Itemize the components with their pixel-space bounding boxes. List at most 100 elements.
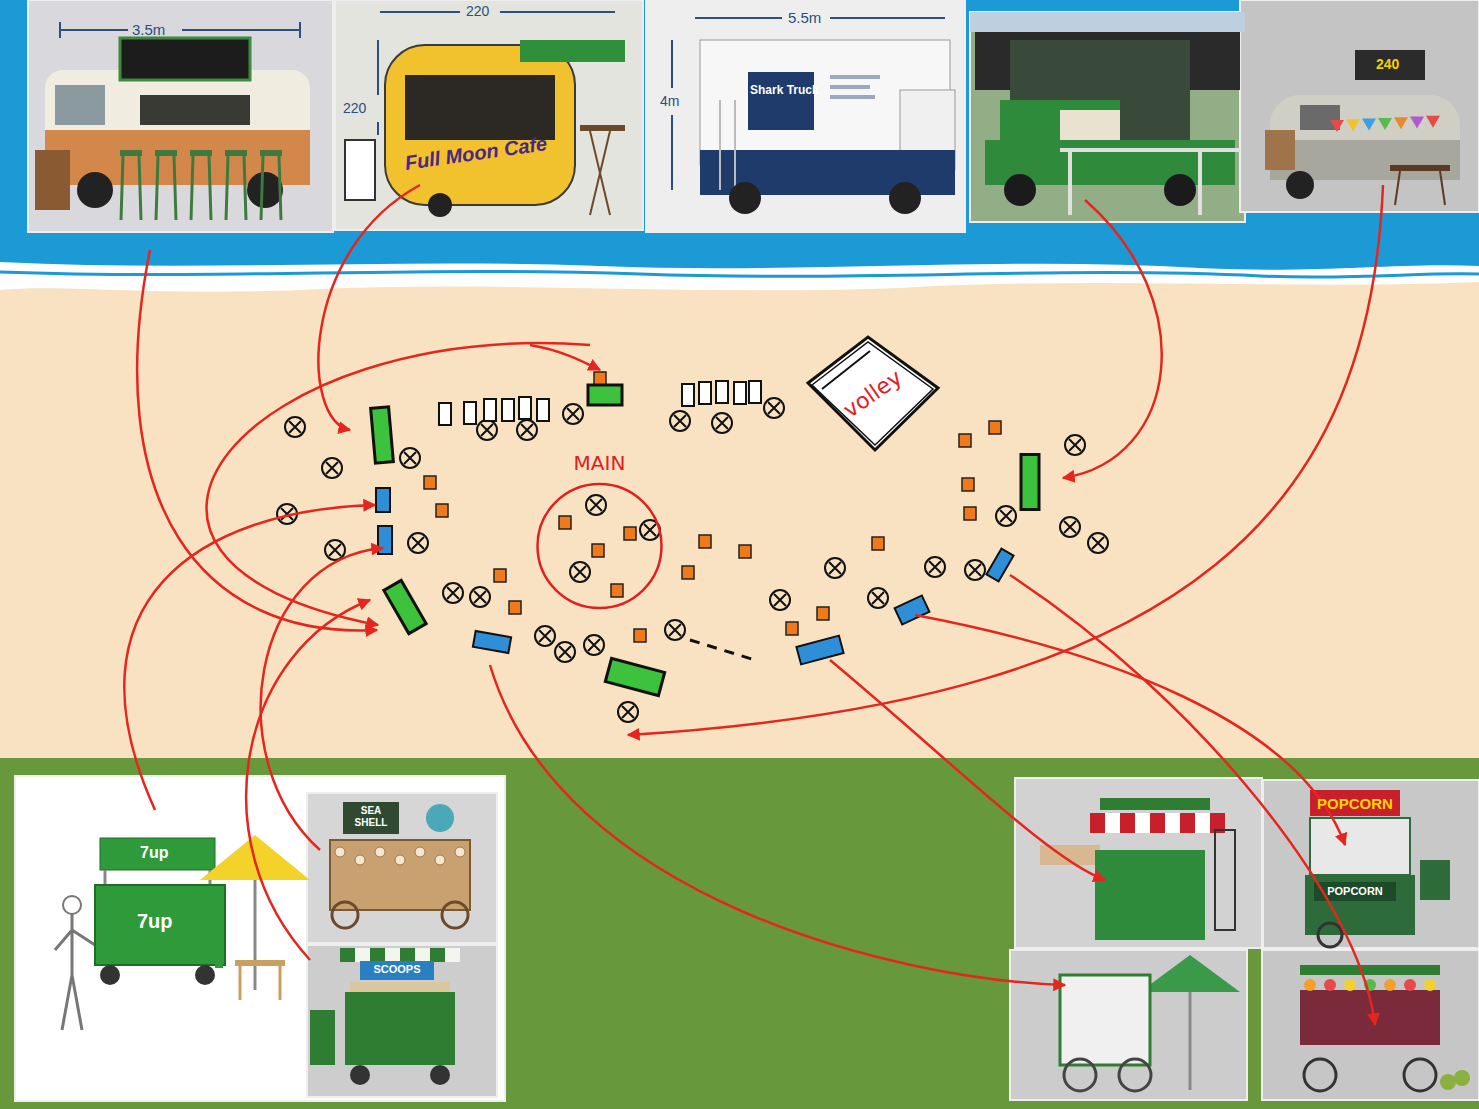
seat-cross [774, 594, 786, 606]
seat-circle [443, 583, 463, 603]
bench-marker [439, 403, 451, 425]
crate [1265, 130, 1295, 170]
node-label: MAIN [574, 452, 626, 475]
seat-marker [477, 420, 497, 440]
table-marker [964, 507, 976, 520]
cart-spot-rect [473, 631, 511, 653]
seat-circle [868, 588, 888, 608]
fruit [1324, 979, 1336, 991]
photo-panel [1263, 780, 1479, 948]
stool-leg [226, 156, 228, 220]
trailer-body [385, 45, 575, 205]
table-leg [1440, 171, 1445, 205]
seat-circle [770, 590, 790, 610]
seat-marker [443, 583, 463, 603]
leader-arrow [124, 505, 375, 810]
seat-circle [322, 458, 342, 478]
bench-marker [464, 402, 476, 424]
leader-arrow [207, 343, 590, 625]
wheel [350, 1065, 370, 1085]
node-label: volley [839, 365, 907, 423]
table-marker [699, 535, 711, 548]
awning-stripe [1105, 813, 1120, 833]
truck-spot [1021, 455, 1039, 510]
node-outline [527, 452, 672, 612]
seat-cross [644, 524, 656, 536]
seat-markers [277, 398, 1108, 722]
shell-item [335, 847, 345, 857]
seat-cross [404, 452, 416, 464]
a-frame-sign [345, 140, 375, 200]
cart-body [345, 992, 455, 1065]
awning-stripe [1135, 813, 1150, 833]
awning-stripe [1090, 813, 1105, 833]
truck-logo [748, 72, 814, 130]
wheel [1404, 1059, 1436, 1091]
dimension-tick [59, 22, 61, 38]
text-bar [830, 75, 880, 79]
awning-stripe [1120, 813, 1135, 833]
badge [426, 804, 454, 832]
cart-body [1095, 850, 1205, 940]
wheel [1286, 171, 1314, 199]
wheel [1064, 1059, 1096, 1091]
seat-circle [470, 587, 490, 607]
canopy-stripe [400, 948, 415, 962]
stool-leg [261, 156, 263, 220]
cart-name: POPCORN [1314, 885, 1396, 898]
wheel [332, 902, 358, 928]
seat-marker [584, 635, 604, 655]
bunting-flag [1426, 116, 1440, 128]
person-figure [55, 914, 95, 1030]
table-marker [682, 566, 694, 579]
seat-marker [563, 404, 583, 424]
seat-cross [590, 499, 602, 511]
seat-marker [400, 448, 420, 468]
seat-circle [400, 448, 420, 468]
person-head [63, 896, 81, 914]
table-marker [959, 434, 971, 447]
seat-circle [555, 642, 575, 662]
crate [35, 150, 70, 210]
sand-area [0, 275, 1479, 765]
bench-marker [734, 382, 746, 404]
surf-line [0, 271, 1479, 277]
cart-spot [473, 631, 511, 653]
seat-marker [1060, 517, 1080, 537]
seat-circle [1065, 435, 1085, 455]
seat-cross [329, 544, 341, 556]
photo-panel [1262, 950, 1479, 1100]
seat-marker [570, 562, 590, 582]
table-marker [624, 527, 636, 540]
seat-circle [764, 398, 784, 418]
truck-name: Full Moon Cafe [403, 132, 548, 175]
bunting-flag [1378, 118, 1392, 130]
text-bar [830, 95, 875, 99]
bunting-flag [1362, 119, 1376, 131]
table-marker [989, 421, 1001, 434]
leader-arrow [1063, 200, 1162, 478]
seat-marker [925, 557, 945, 577]
truck-spot-rect [371, 407, 394, 463]
table-marker [611, 584, 623, 597]
seat-cross [567, 408, 579, 420]
cart-spot [796, 636, 843, 665]
table-marker [786, 622, 798, 635]
stool-seat [260, 150, 282, 156]
seat-cross [289, 421, 301, 433]
seat-marker [670, 411, 690, 431]
leader-arrow [261, 548, 383, 850]
seat-circle [825, 558, 845, 578]
stool-leg [121, 156, 123, 220]
van-cab-window [55, 85, 105, 125]
canopy-stripe [430, 948, 445, 962]
seat-cross [929, 561, 941, 573]
leader-arrow [1010, 575, 1375, 1025]
awning-stripe [1180, 813, 1195, 833]
dashed-path [690, 640, 755, 660]
seat-marker [1088, 533, 1108, 553]
seat-cross [559, 646, 571, 658]
wheel [729, 182, 761, 214]
stool-seat [225, 150, 247, 156]
bench-marker [537, 399, 549, 421]
